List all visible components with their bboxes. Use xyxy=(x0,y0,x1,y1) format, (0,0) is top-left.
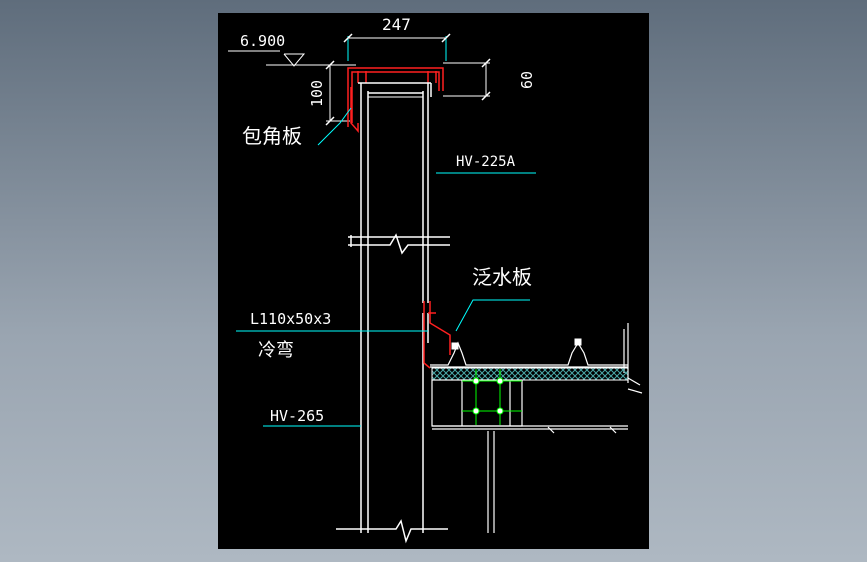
label-angle-steel: L110x50x3 xyxy=(250,310,331,328)
corner-cap-flashing xyxy=(347,67,444,133)
bolt-group xyxy=(462,369,522,425)
label-flashing: 泛水板 xyxy=(472,265,532,289)
elevation-marker: 6.900 xyxy=(228,32,326,67)
roof-panel xyxy=(430,323,629,383)
dimension-height-left-label: 100 xyxy=(308,80,326,107)
dimension-height-right: 60 xyxy=(443,58,536,101)
break-mark-middle xyxy=(348,233,450,255)
dimension-height-left: 100 xyxy=(308,60,356,126)
label-cold-formed: 冷弯 xyxy=(258,340,294,361)
label-wall-panel-top: HV-225A xyxy=(456,154,516,170)
bolt xyxy=(472,407,480,415)
dimension-width: 247 xyxy=(343,15,451,61)
cad-drawing-canvas: 6.900 247 100 60 xyxy=(218,13,649,549)
elevation-label: 6.900 xyxy=(240,32,285,50)
insulation-layer xyxy=(431,367,629,381)
roof-clip-right xyxy=(574,338,582,346)
bolt xyxy=(472,377,480,385)
label-wall-panel-bottom: HV-265 xyxy=(270,407,324,425)
break-mark-bottom xyxy=(336,519,448,544)
bolt xyxy=(496,407,504,415)
base-flashing xyxy=(423,301,451,369)
purlin-beam xyxy=(431,377,643,533)
label-corner-plate: 包角板 xyxy=(242,124,302,148)
section-drawing: 6.900 247 100 60 xyxy=(228,15,643,544)
dimension-width-label: 247 xyxy=(382,15,411,34)
wall-panel xyxy=(358,82,432,533)
leader-lines xyxy=(236,107,536,427)
roof-clip-left xyxy=(451,342,459,350)
dimension-height-right-label: 60 xyxy=(518,71,536,89)
bolt xyxy=(496,377,504,385)
